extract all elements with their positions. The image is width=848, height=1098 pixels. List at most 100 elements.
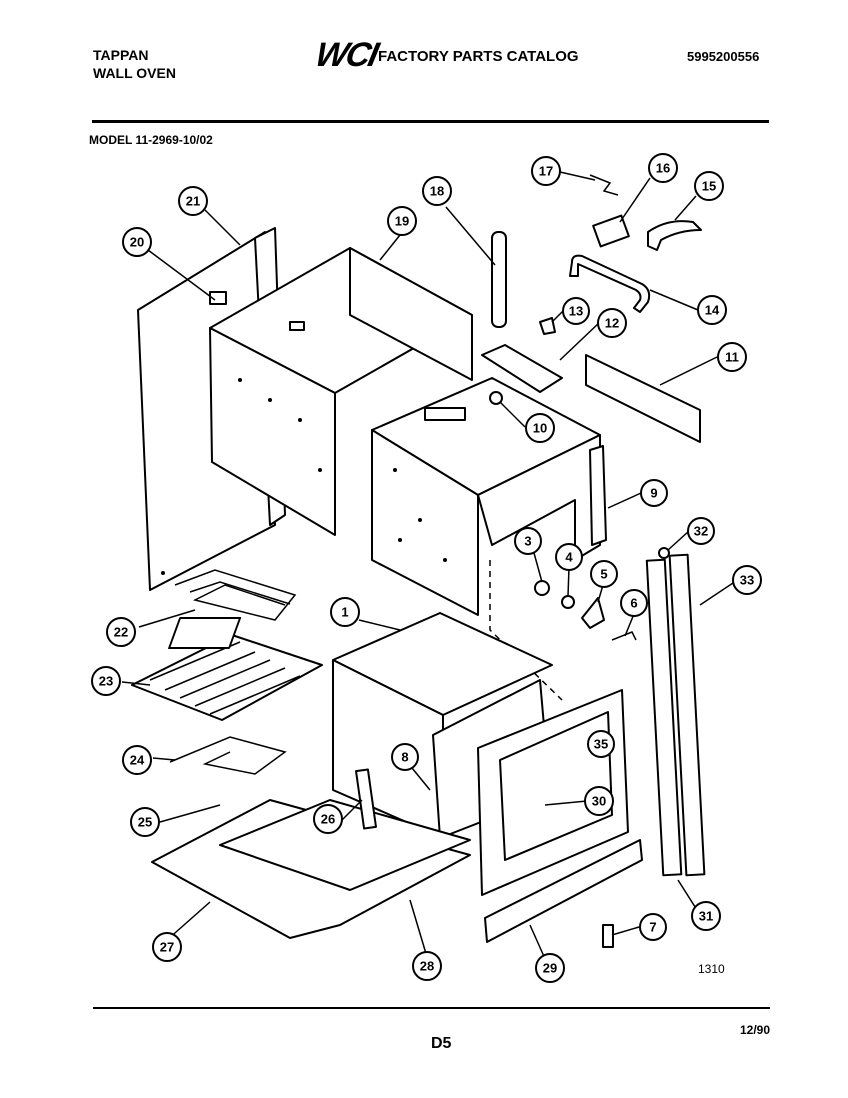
callout-13: 13 xyxy=(562,297,590,325)
callout-4: 4 xyxy=(555,543,583,571)
svg-text:11: 11 xyxy=(725,350,739,365)
control-valve xyxy=(592,214,630,248)
rack-support xyxy=(355,768,377,830)
svg-text:20: 20 xyxy=(130,235,144,250)
callout-17: 17 xyxy=(531,156,561,186)
burner-tube xyxy=(647,220,702,251)
callout-8: 8 xyxy=(391,743,419,771)
knob-4 xyxy=(561,595,575,609)
vent-trim xyxy=(484,839,643,943)
svg-text:24: 24 xyxy=(130,753,145,768)
clip xyxy=(539,317,556,335)
callout-35: 35 xyxy=(587,730,615,758)
bake-element xyxy=(169,736,287,775)
callout-12: 12 xyxy=(597,308,627,338)
callout-15: 15 xyxy=(694,171,724,201)
callout-10: 10 xyxy=(525,413,555,443)
vent-plate xyxy=(481,344,563,393)
svg-text:28: 28 xyxy=(420,959,434,974)
callout-25: 25 xyxy=(130,807,160,837)
callout-29: 29 xyxy=(535,953,565,983)
svg-text:25: 25 xyxy=(138,815,152,830)
callout-20: 20 xyxy=(122,227,152,257)
thermocouple-wire xyxy=(589,174,619,196)
svg-text:7: 7 xyxy=(649,920,656,935)
wire-6 xyxy=(611,631,637,641)
callout-33: 33 xyxy=(732,565,762,595)
svg-text:29: 29 xyxy=(543,961,557,976)
model-number: MODEL 11-2969-10/02 xyxy=(89,133,213,147)
svg-text:4: 4 xyxy=(565,550,573,565)
catalog-title: FACTORY PARTS CATALOG xyxy=(378,48,579,65)
oven-bottom xyxy=(151,799,471,939)
callout-6: 6 xyxy=(620,589,648,617)
svg-text:23: 23 xyxy=(99,674,113,689)
callout-24: 24 xyxy=(122,745,152,775)
callout-31: 31 xyxy=(691,901,721,931)
oven-rack xyxy=(131,634,323,721)
callout-19: 19 xyxy=(387,206,417,236)
side-trim-left xyxy=(645,558,683,877)
svg-text:15: 15 xyxy=(702,179,716,194)
page-number: D5 xyxy=(431,1035,452,1052)
svg-text:10: 10 xyxy=(533,421,547,436)
svg-text:13: 13 xyxy=(569,304,583,319)
svg-text:17: 17 xyxy=(539,164,553,179)
side-strip xyxy=(589,445,607,546)
svg-text:27: 27 xyxy=(160,940,174,955)
callout-3: 3 xyxy=(514,527,542,555)
knob-3 xyxy=(534,580,550,596)
vent-tube xyxy=(491,231,507,328)
svg-text:18: 18 xyxy=(430,184,444,199)
screw xyxy=(658,547,670,559)
svg-text:3: 3 xyxy=(524,534,531,549)
footer-rule xyxy=(93,1007,770,1009)
svg-text:1: 1 xyxy=(341,605,348,620)
bracket xyxy=(585,354,701,443)
svg-text:12: 12 xyxy=(605,316,619,331)
callout-16: 16 xyxy=(648,153,678,183)
callout-28: 28 xyxy=(412,951,442,981)
callout-21: 21 xyxy=(178,186,208,216)
svg-text:26: 26 xyxy=(321,812,335,827)
gas-tube xyxy=(569,254,651,313)
callout-18: 18 xyxy=(422,176,452,206)
svg-text:14: 14 xyxy=(705,303,720,318)
svg-text:5: 5 xyxy=(600,567,607,582)
header-rule xyxy=(92,120,769,123)
oven-back-wrapper xyxy=(209,247,473,536)
callout-26: 26 xyxy=(313,804,343,834)
oven-outer-box xyxy=(371,377,601,616)
callout-30: 30 xyxy=(584,786,614,816)
figure-code: 1310 xyxy=(698,962,725,976)
broil-element xyxy=(174,569,297,621)
svg-text:22: 22 xyxy=(114,625,128,640)
callout-22: 22 xyxy=(106,617,136,647)
callout-32: 32 xyxy=(687,517,715,545)
svg-text:32: 32 xyxy=(694,524,708,539)
revision-date: 12/90 xyxy=(740,1023,771,1037)
svg-text:33: 33 xyxy=(740,573,754,588)
callout-1: 1 xyxy=(330,597,360,627)
callout-11: 11 xyxy=(717,342,747,372)
brand-line-2: WALL OVEN xyxy=(93,65,176,81)
callout-7: 7 xyxy=(639,913,667,941)
svg-text:9: 9 xyxy=(650,486,657,501)
callout-23: 23 xyxy=(91,666,121,696)
catalog-number: 5995200556 xyxy=(687,49,760,64)
svg-text:35: 35 xyxy=(594,737,608,752)
svg-text:8: 8 xyxy=(401,750,408,765)
hinge xyxy=(602,924,614,948)
callout-9: 9 xyxy=(640,479,668,507)
svg-text:19: 19 xyxy=(395,214,409,229)
side-trim-right xyxy=(668,553,706,877)
switch-5 xyxy=(581,597,605,629)
svg-text:31: 31 xyxy=(699,909,713,924)
callout-14: 14 xyxy=(697,295,727,325)
callout-27: 27 xyxy=(152,932,182,962)
svg-text:21: 21 xyxy=(186,194,200,209)
brand-line-1: TAPPAN xyxy=(93,47,149,63)
callout-5: 5 xyxy=(590,560,618,588)
svg-text:30: 30 xyxy=(592,794,606,809)
